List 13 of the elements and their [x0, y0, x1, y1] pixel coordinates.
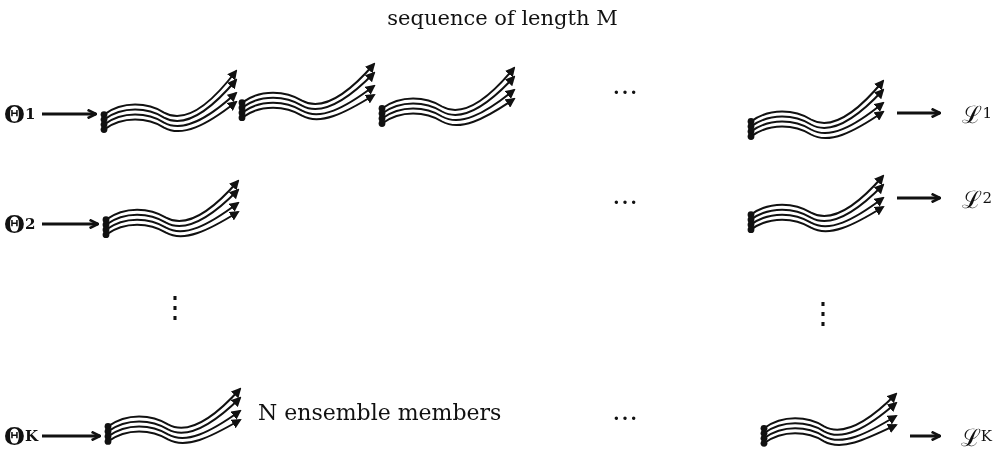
- arrow: [897, 192, 942, 204]
- ellipsis: …: [612, 398, 638, 424]
- arrow: [42, 108, 98, 120]
- ellipsis: …: [612, 182, 638, 208]
- arrow: [42, 430, 102, 442]
- ellipsis: …: [612, 72, 638, 98]
- annotation: N ensemble members: [258, 402, 502, 424]
- arrow: [897, 107, 942, 119]
- arrow: [42, 218, 100, 230]
- title: sequence of length M: [386, 6, 619, 30]
- arrow: [910, 430, 942, 442]
- vertical-ellipsis: ⋮: [808, 298, 838, 328]
- vertical-ellipsis: ⋮: [160, 292, 190, 322]
